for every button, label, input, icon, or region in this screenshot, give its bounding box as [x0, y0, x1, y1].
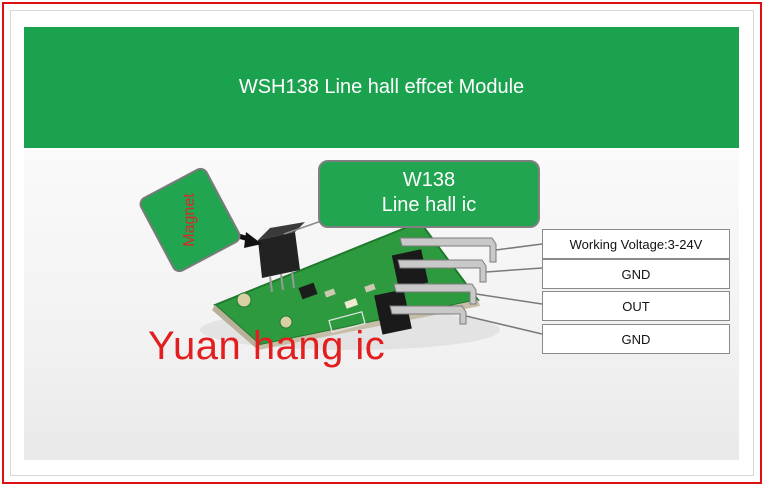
pin-label-out: OUT [542, 291, 730, 321]
pin-leader-lines [465, 243, 543, 335]
pcb-edge [212, 305, 260, 350]
title-banner: WSH138 Line hall effcet Module [24, 27, 739, 148]
outer-red-frame [2, 2, 762, 484]
hall-ic-callout: W138 Line hall ic [318, 160, 540, 228]
magnet-arrow-head [244, 232, 262, 248]
hall-sensor-top [258, 222, 305, 240]
silk-out-box [328, 311, 366, 333]
hall-leg-3 [291, 271, 295, 289]
header-pins [374, 237, 497, 335]
hall-sensor-body [258, 232, 300, 278]
banner-title: WSH138 Line hall effcet Module [238, 76, 525, 98]
mount-hole-2 [279, 315, 293, 329]
pin-label-gnd-1: GND [542, 259, 730, 289]
pin-label-voltage: Working Voltage:3-24V [542, 229, 730, 259]
smd-chip [298, 282, 318, 300]
hall-leg-1 [269, 275, 273, 293]
mount-hole [236, 292, 252, 308]
hall-leg-2 [280, 273, 284, 291]
smd-resistor [324, 288, 336, 298]
magnet-label: Magnet [181, 193, 198, 247]
pin-label-gnd-2: GND [542, 324, 730, 354]
smd-led [344, 298, 359, 309]
watermark-text: Yuan hang ic [148, 324, 386, 368]
smd-resistor-2 [364, 283, 376, 293]
callout-line-1: W138 [402, 169, 456, 191]
callout-line-2: Line hall ic [381, 194, 477, 216]
